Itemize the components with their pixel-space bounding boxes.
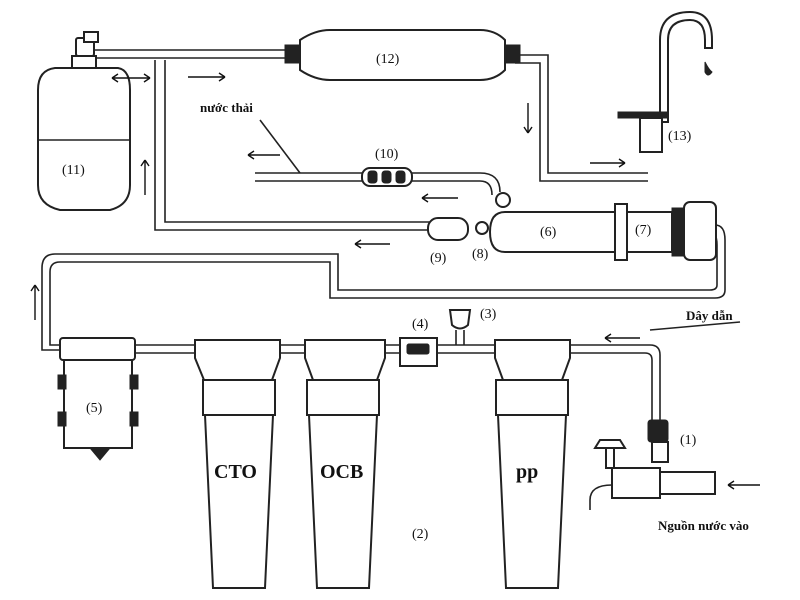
flow-arrows: [30, 72, 760, 490]
label-4: (4): [412, 317, 429, 332]
booster-pump: (5): [57, 337, 139, 461]
label-13: (13): [668, 129, 692, 144]
flow-restrictor: (10): [361, 147, 413, 187]
label-2: (2): [412, 527, 429, 542]
water-source-label: Nguồn nước vào: [658, 518, 749, 533]
wire-label: Dây dẫn: [686, 308, 733, 323]
label-3: (3): [480, 307, 497, 322]
label-1: (1): [680, 433, 697, 448]
pressure-tank: (11): [37, 31, 131, 211]
filter-ocb-label: OCB: [320, 461, 363, 483]
label-12: (12): [376, 52, 400, 67]
membrane-assembly: (9) (8) (6) (7): [427, 192, 717, 266]
post-carbon-filter: (12): [284, 29, 521, 81]
filter-pp: pp: [494, 339, 571, 589]
label-6: (6): [540, 225, 557, 240]
solenoid-cup: (3): [448, 307, 497, 330]
waste-water-label: nước thải: [200, 100, 253, 115]
pressure-switch: (4): [399, 317, 438, 367]
label-7: (7): [635, 223, 652, 238]
label-11: (11): [62, 163, 85, 178]
faucet: (13): [617, 10, 713, 153]
label-8: (8): [472, 247, 489, 262]
filter-cto-label: CTO: [214, 461, 257, 483]
filter-pp-label: pp: [516, 461, 538, 483]
label-9: (9): [430, 251, 447, 266]
filter-cto: CTO: [194, 339, 281, 589]
pipes: [41, 49, 726, 420]
filter-ocb: OCB: [304, 339, 386, 589]
label-5: (5): [86, 401, 103, 416]
inlet-valve: (1): [589, 419, 716, 510]
label-10: (10): [375, 147, 399, 162]
